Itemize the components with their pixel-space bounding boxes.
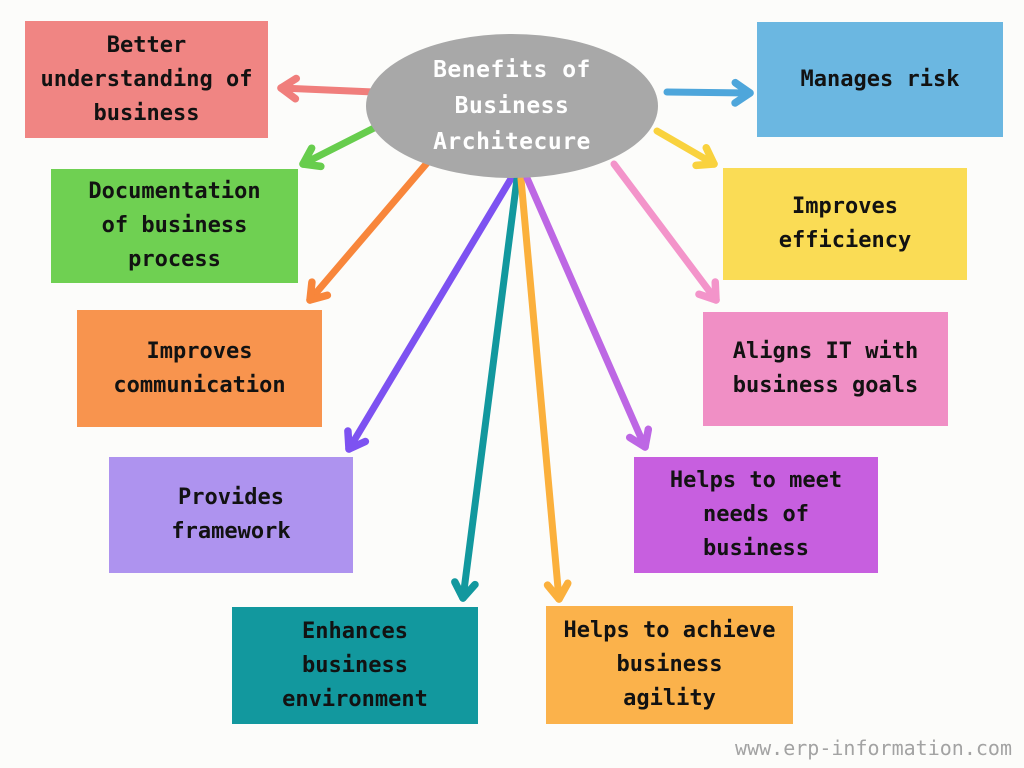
arrow-enhances-environment [459,175,521,602]
arrowhead [345,437,370,453]
arrowhead [702,144,718,168]
node-label: Documentation of business process [88,179,261,272]
node-label: Helps to meet needs of business [669,468,843,561]
watermark: www.erp-information.com [735,736,1012,760]
node-label: Better understanding of business [40,32,253,126]
node-label: Improves efficiency [778,194,912,253]
arrowhead [451,578,467,602]
arrowhead [299,144,316,168]
arrowhead [344,427,353,453]
arrow-documentation [299,123,380,168]
node-provides-framework: Provides framework [109,457,353,573]
node-improves-communication: Improves communication [77,310,322,427]
arrowhead [731,78,754,97]
central-topic: Benefits of Business Architecure [366,34,658,178]
arrowhead [299,160,325,171]
arrowhead [555,579,572,603]
central-topic-label: Benefits of Business Architecure [433,57,591,155]
arrowhead [306,291,332,304]
node-label: Enhances business environment [282,618,428,712]
arrowhead [459,580,479,602]
arrowhead [625,433,649,451]
node-business-agility: Helps to achieve business agility [546,606,793,724]
node-improves-efficiency: Improves efficiency [723,168,967,280]
node-label: Manages risk [800,66,960,92]
arrowhead [277,84,300,103]
node-better-understanding: Better understanding of business [25,21,268,138]
arrowhead [692,160,718,170]
arrowhead [641,425,653,451]
arrowhead [711,278,720,304]
arrow-provides-framework [345,173,516,453]
node-label: Provides framework [171,485,291,544]
node-documentation: Documentation of business process [51,169,298,283]
node-label: Helps to achieve business agility [563,618,776,711]
arrowhead [306,278,316,304]
arrowhead [277,74,301,92]
arrow-better-understanding [277,84,378,96]
node-meet-needs: Helps to meet needs of business [634,457,878,573]
arrowhead [543,581,563,603]
arrow-improves-efficiency [653,127,718,168]
arrowhead [695,290,720,304]
arrow-manages-risk [663,88,754,97]
arrow-aligns-it [610,160,720,304]
node-manages-risk: Manages risk [757,22,1003,137]
node-label: Aligns IT with business goals [732,339,919,398]
arrow-meet-needs [523,174,649,451]
arrow-business-agility [517,175,563,603]
node-enhances-environment: Enhances business environment [232,607,478,724]
node-aligns-it: Aligns IT with business goals [703,312,948,426]
node-label: Improves communication [113,338,286,398]
arrowhead [731,89,754,107]
arrow-improves-communication [306,152,437,304]
